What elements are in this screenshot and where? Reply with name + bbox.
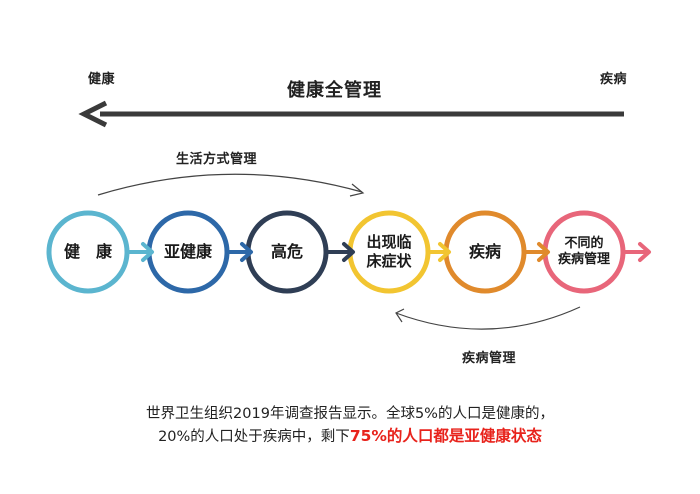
diagram-title: 健康全管理 [287, 80, 382, 101]
stage-label-line: 亚健康 [163, 242, 212, 261]
stage-label-0: 健 康 [49, 213, 127, 291]
stage-connector-head-5 [638, 242, 651, 262]
lifestyle-arc [97, 173, 365, 197]
disease-arc-curve [395, 306, 581, 330]
lifestyle-management-label: 生活方式管理 [176, 152, 258, 167]
stage-connector-head-3 [438, 242, 451, 262]
disease-arc-head [395, 308, 405, 323]
stage-label-3: 出现临床症状 [350, 213, 428, 291]
health-endpoint-label: 健康 [88, 72, 116, 87]
stage-label-line: 出现临 [366, 233, 412, 252]
stage-label-line: 床症状 [366, 252, 412, 270]
stage-connector-head-2 [342, 242, 355, 262]
stage-label-line: 疾病 [468, 242, 501, 261]
disease-management-label: 疾病管理 [462, 351, 517, 366]
caption-highlight: 75%的人口都是亚健康状态 [349, 427, 542, 445]
stage-label-2: 高危 [248, 213, 326, 291]
lifestyle-arc-head [349, 183, 365, 197]
stage-connector-head-4 [537, 242, 550, 262]
main-arrow-head [78, 100, 108, 128]
stage-label-line: 健 康 [63, 242, 112, 261]
stage-label-line: 疾病管理 [557, 252, 610, 267]
stage-label-line: 高危 [270, 242, 303, 261]
caption-line-1: 世界卫生组织2019年调查报告显示。全球5%的人口是健康的， [146, 406, 554, 422]
stage-connector-head-1 [240, 242, 253, 262]
stage-connector-head-0 [141, 242, 154, 262]
stage-label-4: 疾病 [446, 213, 524, 291]
caption-line-2: 20%的人口处于疾病中，剩下75%的人口都是亚健康状态 [0, 424, 700, 446]
caption-line-2-prefix: 20%的人口处于疾病中，剩下 [158, 429, 350, 445]
stage-label-5: 不同的疾病管理 [545, 213, 623, 291]
stage-label-1: 亚健康 [149, 213, 227, 291]
stage-label-line: 不同的 [564, 235, 604, 251]
main-arrow [78, 100, 624, 128]
disease-endpoint-label: 疾病 [600, 72, 628, 87]
lifestyle-arc-curve [97, 173, 363, 196]
disease-arc [395, 306, 581, 330]
